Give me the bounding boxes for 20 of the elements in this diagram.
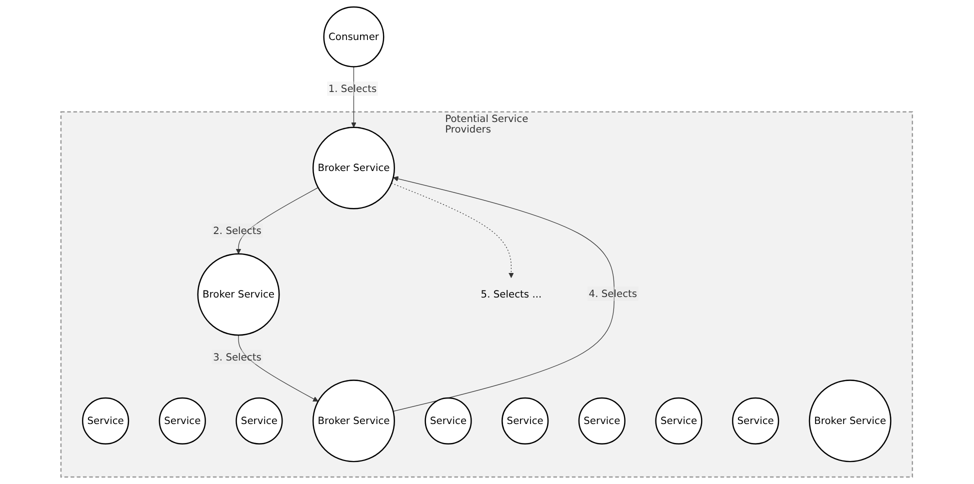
edge-end-label: 5. Selects ... <box>481 288 542 300</box>
arrow <box>238 334 319 402</box>
service-circle: Service <box>502 397 549 444</box>
service-circle: Service <box>425 397 472 444</box>
arrow <box>236 187 319 254</box>
service-circle: Broker Service <box>312 380 396 462</box>
service-circle: Broker Service <box>198 253 280 336</box>
arrow <box>393 176 615 412</box>
arrow <box>391 182 514 278</box>
service-circle: Broker Service <box>312 126 396 210</box>
service-circle: Service <box>578 397 626 444</box>
service-circle: Service <box>656 397 703 444</box>
service-circle: Service <box>732 397 780 444</box>
service-circle: Broker Service <box>809 380 892 462</box>
edge-label: 3. Selects <box>213 352 262 364</box>
arrow <box>351 66 357 128</box>
service-circle: Service <box>82 397 130 444</box>
service-circle: Consumer <box>324 6 385 68</box>
service-circle: Service <box>159 397 206 444</box>
service-circle: Service <box>236 397 284 444</box>
